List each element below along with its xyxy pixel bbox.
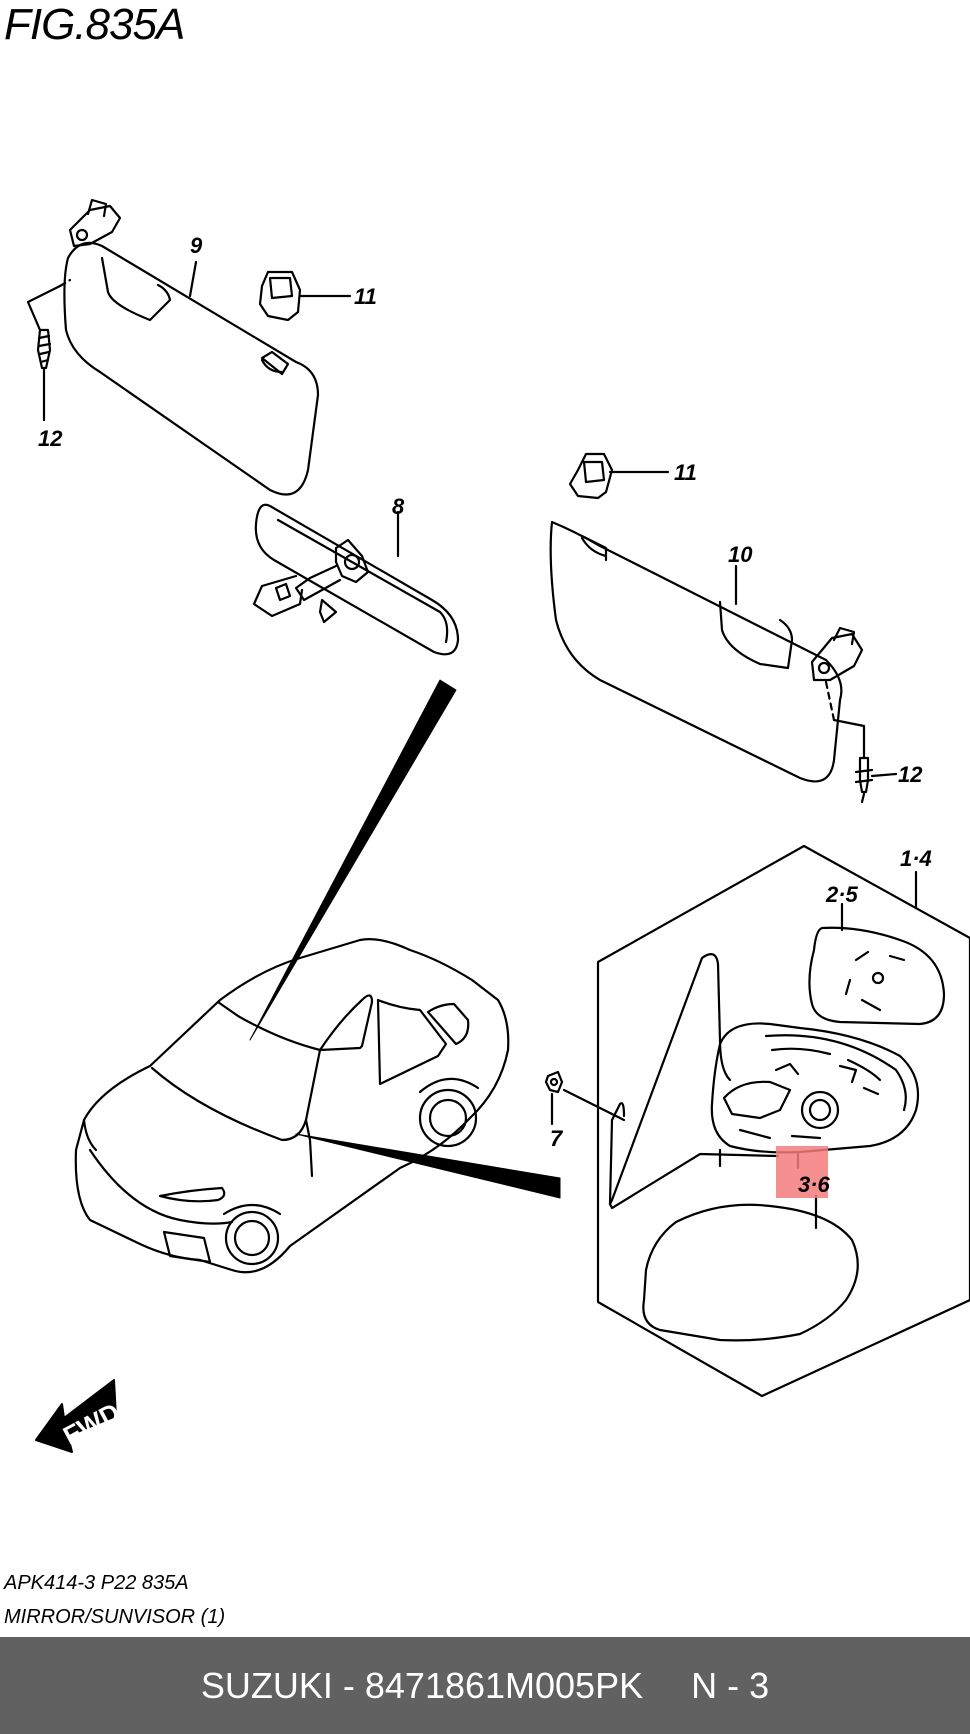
mirror-housing [710, 1022, 920, 1170]
footer-separator: - [332, 1664, 365, 1706]
parts-diagram: 9 11 12 8 11 10 12 1·4 2·5 7 3·6 FWD [26, 198, 970, 1453]
screw-right [824, 680, 898, 804]
mirror-base [608, 953, 780, 1210]
leader-wedge-door-mirror [295, 1133, 561, 1199]
clip-right [810, 626, 864, 682]
callout-9: 9 [190, 233, 203, 258]
car-illustration [74, 938, 510, 1274]
callout-10: 10 [728, 542, 753, 567]
callout-12-left: 12 [38, 426, 63, 451]
holder-left [258, 270, 352, 322]
callout-2-5: 2·5 [825, 882, 859, 907]
inner-mirror [252, 503, 460, 656]
screw-left [26, 278, 72, 422]
mirror-assembly-frame [596, 844, 970, 1398]
callout-11-right: 11 [674, 460, 697, 485]
leader-wedge-inner-mirror [249, 679, 457, 1041]
callout-12-right: 12 [898, 762, 923, 787]
footer-part-number: 8471861M005PK [364, 1664, 644, 1706]
mirror-cover [642, 1194, 859, 1342]
sunvisor-left [63, 241, 320, 496]
footer-bar: SUZUKI - 8471861M005PK N - 3 [0, 1637, 970, 1734]
figure-description: MIRROR/SUNVISOR (1) [4, 1606, 226, 1628]
callout-7: 7 [550, 1126, 564, 1151]
callout-highlight [776, 1146, 828, 1198]
sunvisor-right [549, 520, 843, 783]
clip-left [68, 198, 122, 248]
footer-page: N - 3 [691, 1664, 770, 1706]
callout-3-6: 3·6 [798, 1172, 831, 1197]
nut [544, 1070, 626, 1126]
figure-title: FIG.835A [4, 0, 185, 49]
footer-brand: SUZUKI [200, 1664, 333, 1706]
callout-11-left: 11 [354, 284, 377, 309]
mirror-glass [808, 902, 946, 1026]
holder-right [568, 452, 670, 500]
callout-8: 8 [392, 494, 405, 519]
callout-1-4: 1·4 [900, 846, 932, 871]
fwd-arrow: FWD [35, 1379, 124, 1453]
reference-code: APK414-3 P22 835A [4, 1572, 189, 1594]
